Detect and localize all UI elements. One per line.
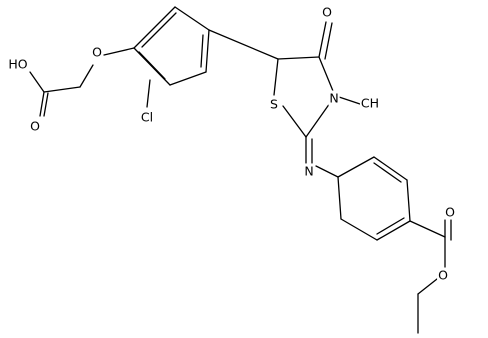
bond [318, 21, 327, 58]
atom-label-background [328, 90, 340, 106]
bond [174, 6, 210, 31]
bond [205, 29, 210, 73]
atom-label-background [321, 4, 334, 20]
bond [146, 79, 151, 108]
bond [373, 156, 408, 181]
ring-nitrogen-label: N [329, 91, 338, 106]
bond [141, 12, 177, 48]
bond [318, 56, 334, 92]
atom-label-background [444, 204, 457, 220]
bond [340, 218, 378, 241]
ring-sulfur-label: S [270, 97, 278, 112]
atom-label-background [303, 163, 315, 179]
bond [169, 71, 207, 86]
ether-oxygen-label: O [92, 45, 102, 60]
bond [409, 220, 446, 238]
atom-label-background [91, 44, 104, 60]
bond [103, 47, 135, 56]
hydroxyl-label: HO [8, 57, 27, 72]
bond [376, 217, 405, 235]
bond [406, 179, 411, 222]
ester-oxygen-label: O [438, 268, 448, 283]
bond [138, 51, 166, 80]
bond [208, 29, 279, 60]
bond [324, 22, 333, 60]
chloro-label: Cl [141, 110, 153, 125]
bond [305, 102, 331, 138]
bond [337, 156, 375, 178]
atom-label-background [7, 56, 29, 72]
atom-label-background [29, 118, 42, 134]
atom-label-background [139, 109, 155, 125]
methyl-label: CH [361, 96, 379, 111]
bond [373, 162, 402, 183]
atom-labels: HO O O Cl O N S CH N O O [7, 4, 457, 283]
ketone-oxygen-label: O [322, 5, 332, 20]
imine-nitrogen-label: N [304, 164, 313, 179]
bond [29, 71, 45, 93]
bond [417, 278, 438, 295]
bond [79, 64, 94, 88]
bond [282, 105, 307, 138]
atom-label-background [269, 96, 280, 112]
bond [39, 91, 45, 117]
bond [315, 165, 339, 178]
bond [43, 92, 49, 117]
bond [43, 86, 81, 93]
acid-carbonyl-oxygen-label: O [30, 119, 40, 134]
bond [376, 220, 411, 241]
bond [273, 58, 279, 96]
bond [277, 56, 320, 60]
bond-lines [29, 6, 452, 334]
atom-label-background [437, 267, 450, 283]
atom-label-background [359, 95, 381, 111]
ester-carbonyl-oxygen-label: O [445, 205, 455, 220]
bond [133, 6, 176, 49]
bond [337, 176, 342, 220]
bond [338, 96, 361, 105]
bond [200, 34, 204, 68]
